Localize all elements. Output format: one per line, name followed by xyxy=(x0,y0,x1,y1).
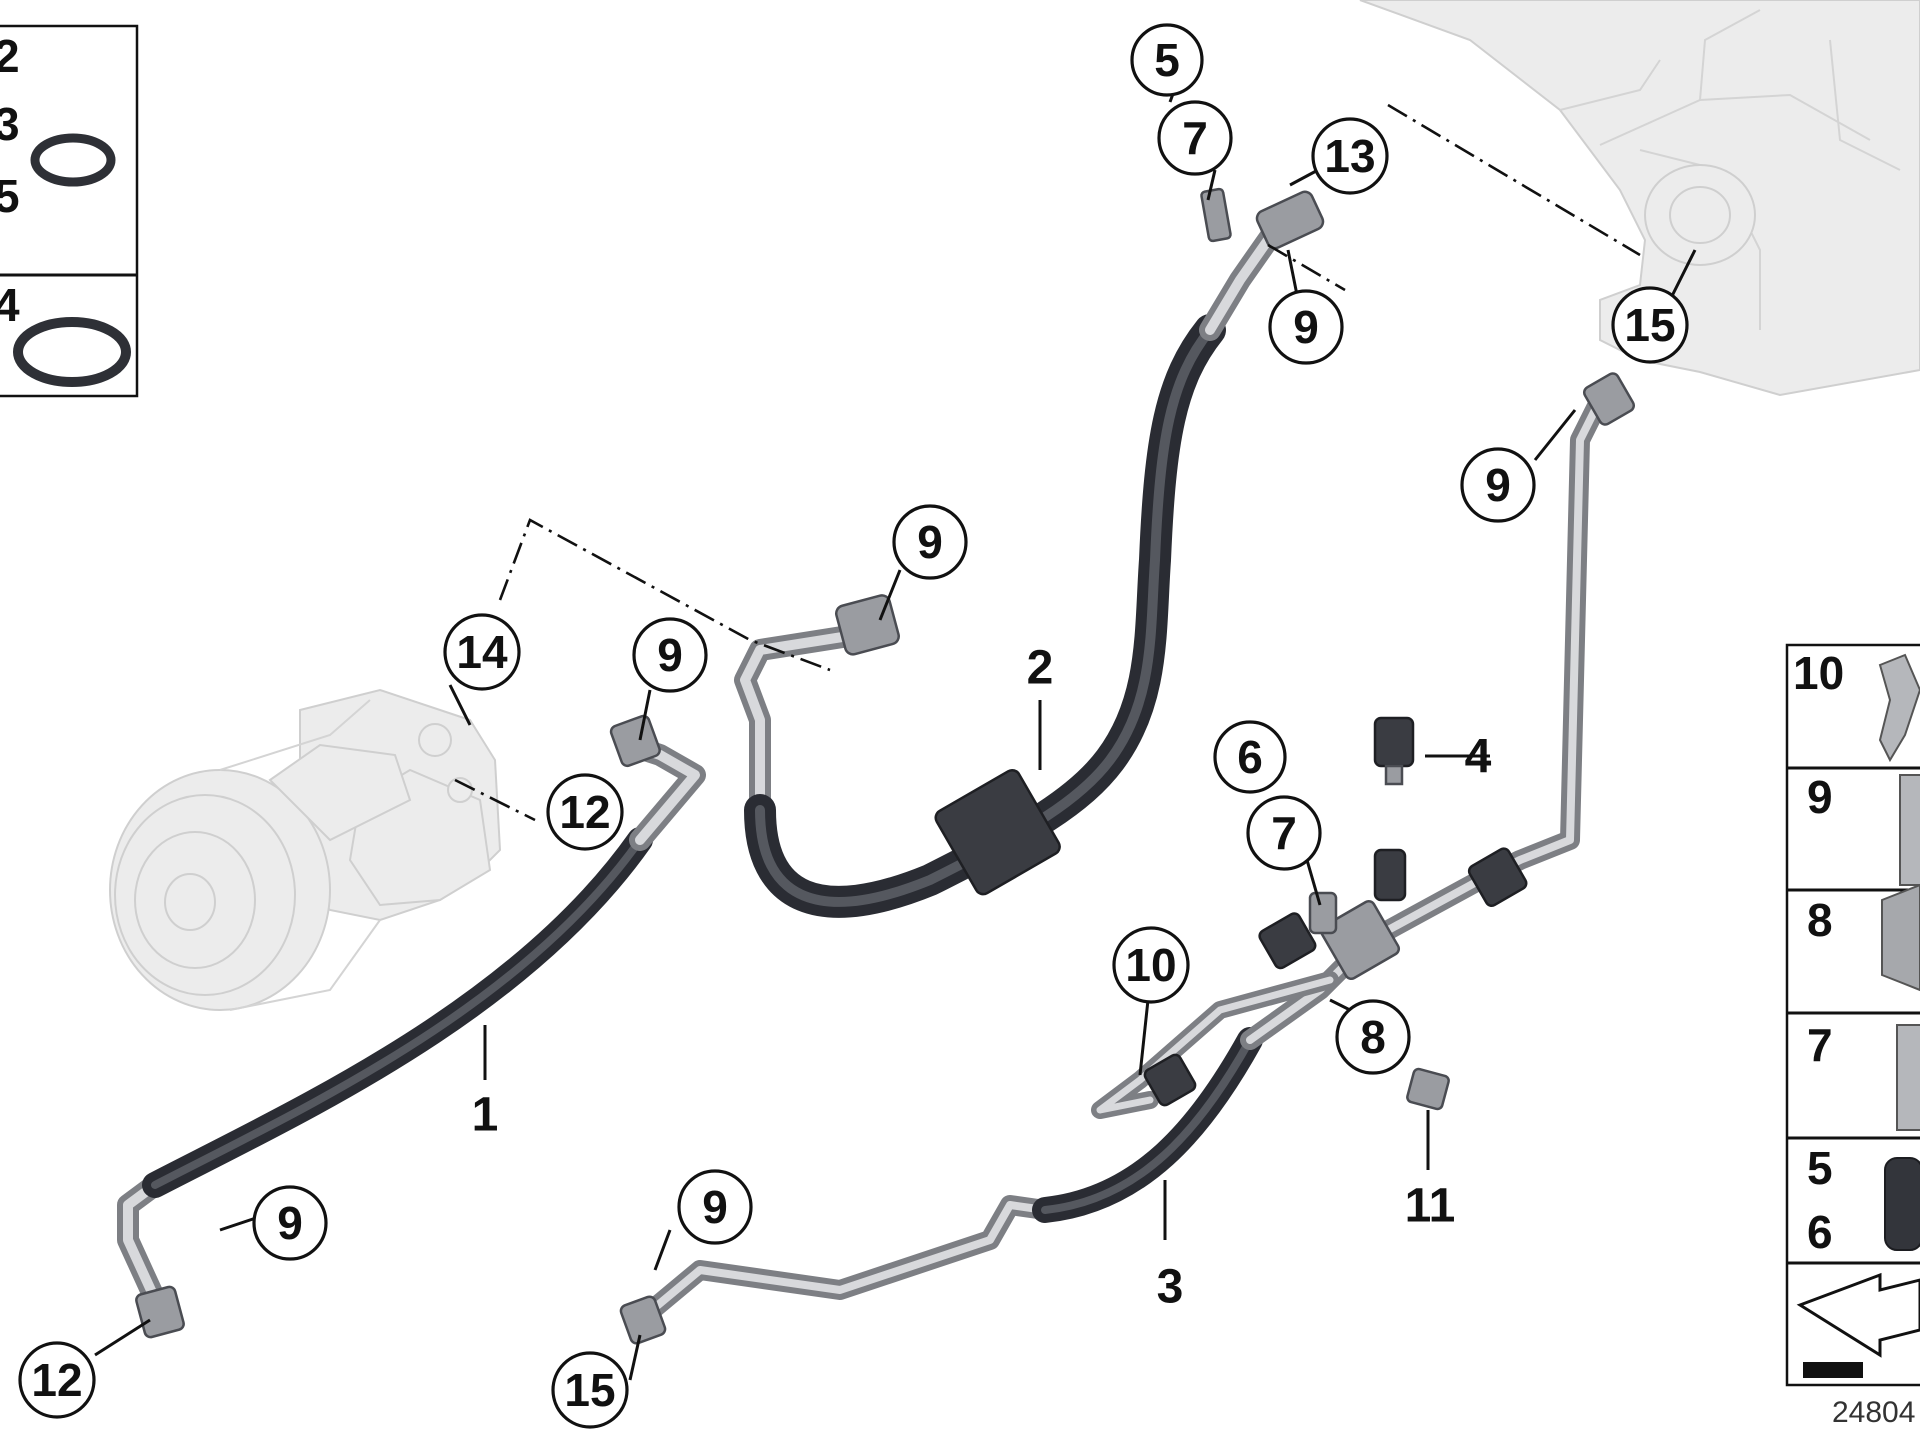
svg-text:12: 12 xyxy=(31,1354,82,1406)
valve-cap-part xyxy=(1373,848,1407,902)
pipe-3 xyxy=(619,372,1636,1345)
callout-6: 6 xyxy=(1213,720,1287,794)
legend-seal-num-b: 3 xyxy=(0,98,20,150)
svg-text:5: 5 xyxy=(1154,34,1180,86)
svg-text:6: 6 xyxy=(1237,731,1263,783)
connection-line-14 xyxy=(454,778,536,822)
callout-9-top: 9 xyxy=(1268,289,1344,365)
hose-2 xyxy=(734,187,1325,918)
o-ring-large-icon xyxy=(13,317,131,387)
callout-9-bottom: 9 xyxy=(677,1169,753,1245)
label-part-4: 4 xyxy=(1465,731,1492,784)
svg-text:8: 8 xyxy=(1360,1011,1386,1063)
legend-seals: 2 3 5 4 xyxy=(0,24,139,398)
callout-12-mid: 12 xyxy=(546,773,624,851)
svg-text:9: 9 xyxy=(657,629,683,681)
o-ring-small-icon xyxy=(30,133,116,187)
label-part-2: 2 xyxy=(1027,642,1054,695)
callout-10: 10 xyxy=(1112,926,1190,1004)
connection-line-9 xyxy=(1267,243,1346,292)
legend-fittings: 10 9 8 7 5 6 xyxy=(1785,643,1920,1387)
legend-fit-num-9: 9 xyxy=(1807,771,1833,823)
label-part-3: 3 xyxy=(1157,1261,1184,1314)
legend-fit-num-5: 5 xyxy=(1807,1142,1833,1194)
svg-text:9: 9 xyxy=(1293,301,1319,353)
pressure-sensor xyxy=(1373,716,1415,786)
legend-seal-num-d: 4 xyxy=(0,279,20,331)
hose-1 xyxy=(117,714,706,1339)
svg-text:14: 14 xyxy=(456,626,508,678)
diagram-reference-number: 24804 xyxy=(1832,1396,1915,1429)
connection-line-13 xyxy=(1387,103,1641,257)
label-part-11: 11 xyxy=(1405,1180,1456,1233)
callout-9-left: 9 xyxy=(632,617,708,693)
legend-fit-num-8: 8 xyxy=(1807,894,1833,946)
hex-nut-icon xyxy=(1881,883,1920,992)
connection-line-14b xyxy=(498,518,831,672)
bracket-clip-icon xyxy=(1878,653,1920,763)
legend-seal-num-c: 5 xyxy=(0,170,20,222)
callout-7-mid: 7 xyxy=(1246,795,1322,871)
callout-14: 14 xyxy=(443,613,521,691)
sleeve-icon xyxy=(1896,1024,1920,1131)
valve-core-icon xyxy=(1899,774,1920,886)
svg-text:12: 12 xyxy=(559,786,610,838)
label-part-1: 1 xyxy=(472,1089,499,1142)
callout-9-right: 9 xyxy=(1460,447,1536,523)
compressor xyxy=(109,688,502,1011)
svg-text:7: 7 xyxy=(1182,112,1208,164)
callout-9-bottom-left: 9 xyxy=(252,1185,328,1261)
svg-text:9: 9 xyxy=(277,1197,303,1249)
callout-15-bottom: 15 xyxy=(551,1351,629,1429)
svg-text:15: 15 xyxy=(564,1364,615,1416)
legend-fit-num-6: 6 xyxy=(1807,1206,1833,1258)
svg-text:15: 15 xyxy=(1624,299,1675,351)
svg-text:9: 9 xyxy=(917,516,943,568)
callout-8: 8 xyxy=(1335,999,1411,1075)
legend-seal-num-a: 2 xyxy=(0,30,20,82)
callout-9-mid: 9 xyxy=(892,504,968,580)
legend-fit-num-10: 10 xyxy=(1793,647,1844,699)
callout-12-bottom: 12 xyxy=(18,1341,96,1419)
callout-7-top: 7 xyxy=(1157,100,1233,176)
clip-part xyxy=(1406,1067,1450,1111)
svg-text:7: 7 xyxy=(1271,807,1297,859)
svg-text:10: 10 xyxy=(1125,939,1176,991)
svg-text:13: 13 xyxy=(1324,130,1375,182)
svg-text:9: 9 xyxy=(1485,459,1511,511)
legend-fit-num-7: 7 xyxy=(1807,1019,1833,1071)
callout-13: 13 xyxy=(1311,117,1389,195)
callout-15-top: 15 xyxy=(1611,286,1689,364)
valve-core-part xyxy=(1308,891,1338,935)
svg-text:9: 9 xyxy=(702,1181,728,1233)
orientation-arrow-icon xyxy=(1796,1272,1920,1358)
cap-icon xyxy=(1884,1157,1920,1251)
callout-5: 5 xyxy=(1130,23,1204,97)
evaporator-housing xyxy=(1359,0,1920,397)
